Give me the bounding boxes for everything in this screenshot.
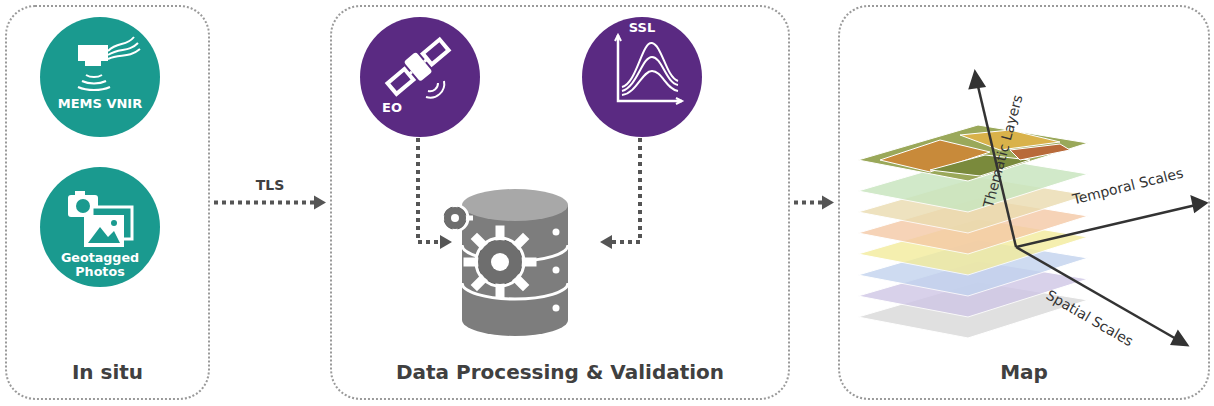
circle-label: SSL: [622, 21, 662, 35]
eo-circle: EO: [360, 17, 480, 137]
dotted-arrow: [214, 196, 326, 210]
panel-map: Map: [838, 5, 1210, 400]
feed-arrowhead: [440, 235, 452, 249]
circle-label: Geotagged Photos: [55, 251, 145, 279]
circle-label: MEMS VNIR: [55, 97, 145, 111]
dotted-arrow: [794, 196, 834, 210]
axis-label: Temporal Scales: [1071, 165, 1185, 208]
icon: [360, 17, 480, 137]
axis-label: Spatial Scales: [1044, 287, 1137, 350]
circle-label: EO: [372, 101, 412, 115]
map-axes: [970, 72, 1206, 345]
panel-in-situ: In situ MEMS VNIR Geotagged Photos: [5, 5, 210, 400]
panel-title: In situ: [7, 360, 208, 384]
photo-circle: Geotagged Photos: [40, 167, 160, 287]
panel-title: Map: [840, 360, 1208, 384]
sensor-circle: MEMS VNIR: [40, 17, 160, 137]
database-icon: [437, 189, 568, 336]
icon: [40, 17, 160, 137]
ssl-circle: SSL: [582, 17, 702, 137]
edge-label: TLS: [253, 177, 288, 193]
feed-arrowhead: [600, 235, 612, 249]
panel-processing: Data Processing & Validation EO SSL: [330, 5, 790, 400]
panel-title: Data Processing & Validation: [332, 360, 788, 384]
